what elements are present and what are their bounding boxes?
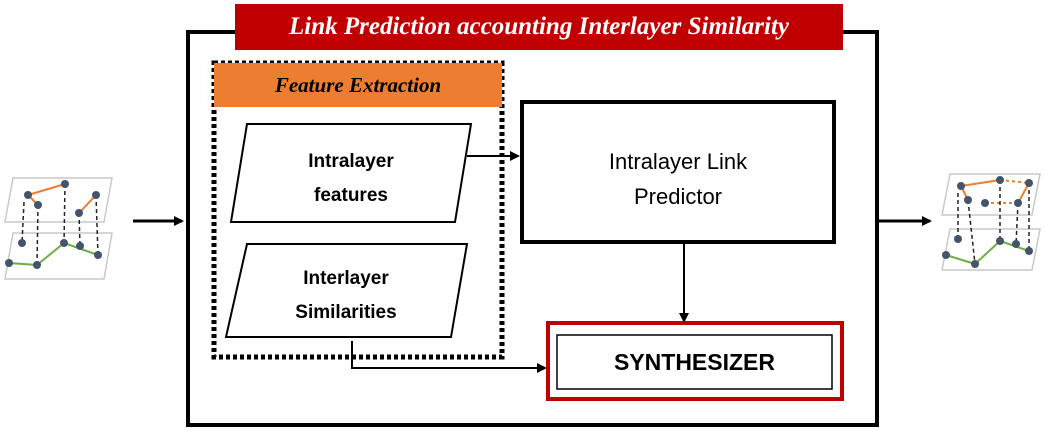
intralayer-features-shape (229, 123, 473, 223)
interlayer-similarities-line1: Interlayer (303, 268, 389, 289)
interlayer-similarities-shape (224, 243, 469, 338)
feature-extraction-label: Feature Extraction (214, 63, 502, 107)
interlayer-similarities-label: Interlayer Similarities (244, 262, 448, 330)
intralayer-features-label: Intralayer features (248, 145, 454, 213)
diagram-title: Link Prediction accounting Interlayer Si… (235, 4, 843, 50)
link-predictor-box (520, 100, 836, 244)
link-predictor-line2: Predictor (633, 184, 723, 209)
link-predictor-line1: Intralayer Link (608, 149, 748, 174)
intralayer-features-line2: features (314, 185, 388, 206)
intralayer-features-line1: Intralayer (308, 151, 394, 172)
output-network-icon (941, 173, 1041, 271)
interlayer-similarities-line2: Similarities (295, 302, 397, 323)
link-predictor-label: Intralayer Link Predictor (526, 144, 830, 214)
arrow-similarities-to-synthesizer (351, 341, 547, 373)
synthesizer-inner-box (556, 334, 833, 390)
synthesizer-label: SYNTHESIZER (613, 349, 776, 375)
input-network-icon (4, 177, 113, 280)
